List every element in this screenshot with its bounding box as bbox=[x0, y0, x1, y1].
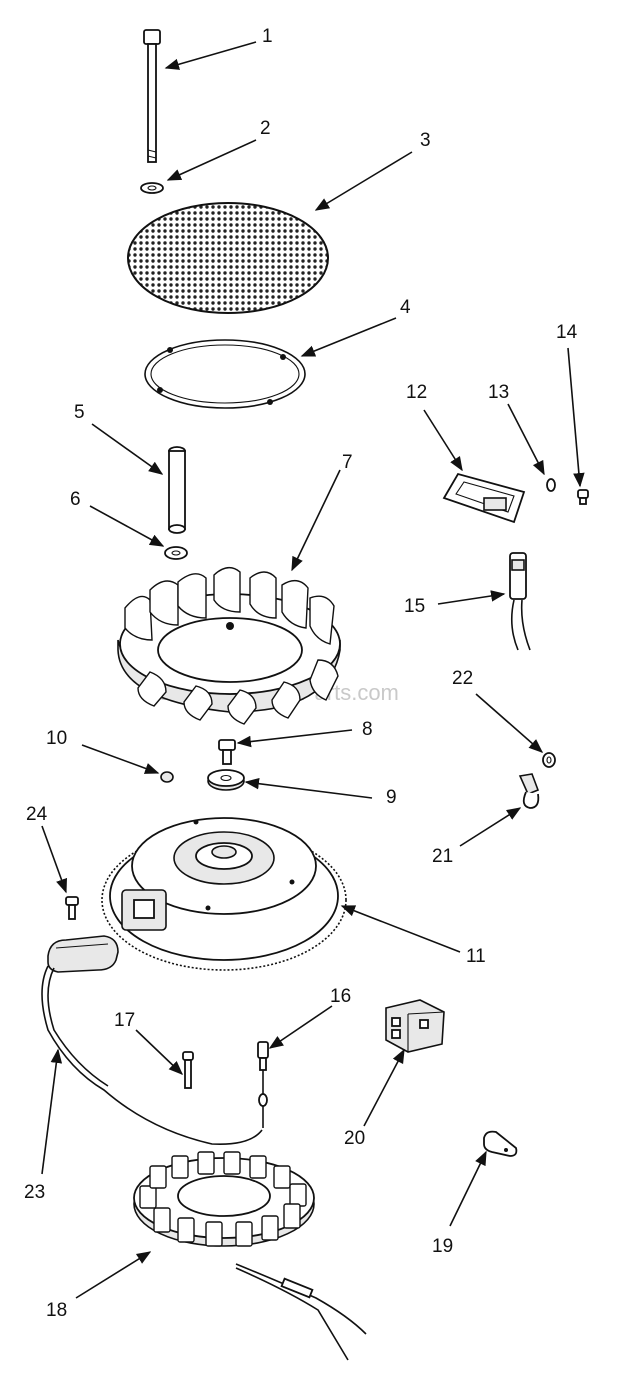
part-19-bracket bbox=[483, 1130, 518, 1157]
callout-22: 22 bbox=[452, 668, 473, 689]
part-15-terminal-block bbox=[509, 552, 531, 651]
callout-19: 19 bbox=[432, 1236, 453, 1257]
leader-11 bbox=[340, 905, 461, 953]
callout-20: 20 bbox=[344, 1128, 365, 1149]
part-16-connector bbox=[257, 1041, 269, 1128]
leader-9 bbox=[244, 777, 373, 799]
leader-21 bbox=[459, 807, 522, 847]
part-13-ring bbox=[546, 478, 556, 492]
leader-13 bbox=[507, 403, 545, 476]
callout-10: 10 bbox=[46, 728, 67, 749]
leader-20 bbox=[363, 1048, 405, 1127]
callout-17: 17 bbox=[114, 1010, 135, 1031]
callout-3: 3 bbox=[420, 130, 431, 151]
leader-22 bbox=[475, 693, 544, 753]
part-24-screw bbox=[65, 896, 79, 920]
part-23-ignition-module bbox=[41, 935, 263, 1146]
callout-12: 12 bbox=[406, 382, 427, 403]
leader-4 bbox=[300, 317, 397, 357]
leader-2 bbox=[166, 139, 257, 181]
callout-14: 14 bbox=[556, 322, 578, 343]
part-9-washer bbox=[207, 769, 245, 791]
callout-15: 15 bbox=[404, 596, 425, 617]
part-14-screw bbox=[577, 489, 589, 505]
callout-6: 6 bbox=[70, 489, 81, 510]
leader-17 bbox=[135, 1029, 184, 1075]
part-5-tube bbox=[168, 446, 186, 534]
callout-16: 16 bbox=[330, 986, 351, 1007]
part-7-fan bbox=[117, 567, 341, 725]
part-21-clip bbox=[518, 773, 540, 809]
leader-16 bbox=[268, 1005, 333, 1049]
callout-18: 18 bbox=[46, 1300, 67, 1321]
leader-12 bbox=[423, 409, 463, 472]
callout-13: 13 bbox=[488, 382, 509, 403]
callout-24: 24 bbox=[26, 804, 48, 825]
leader-10 bbox=[81, 744, 160, 774]
part-1-bolt bbox=[143, 29, 161, 163]
callout-1: 1 bbox=[262, 26, 273, 47]
leader-14 bbox=[567, 347, 585, 488]
callout-labels: 1 2 3 4 5 6 7 8 9 10 11 12 13 14 15 16 1… bbox=[24, 26, 578, 1321]
part-10-key bbox=[160, 771, 174, 783]
callout-23: 23 bbox=[24, 1182, 45, 1203]
callout-5: 5 bbox=[74, 402, 85, 423]
callout-8: 8 bbox=[362, 719, 373, 740]
leader-1 bbox=[164, 41, 257, 70]
part-20-connector-block bbox=[385, 999, 445, 1053]
part-22-ring bbox=[542, 752, 556, 768]
leader-15 bbox=[437, 590, 506, 605]
part-8-bolt bbox=[218, 739, 236, 765]
part-11-flywheel bbox=[101, 817, 347, 971]
part-17-stud bbox=[182, 1051, 194, 1089]
callout-7: 7 bbox=[342, 452, 353, 473]
leader-6 bbox=[89, 505, 165, 547]
part-6-washer bbox=[164, 546, 188, 560]
callout-4: 4 bbox=[400, 297, 411, 318]
leader-5 bbox=[91, 423, 164, 475]
part-4-ring bbox=[144, 339, 306, 409]
leader-24 bbox=[41, 825, 67, 894]
callout-2: 2 bbox=[260, 118, 271, 139]
leader-7 bbox=[291, 469, 341, 572]
leader-8 bbox=[236, 729, 353, 748]
callout-11: 11 bbox=[466, 946, 486, 967]
callout-9: 9 bbox=[386, 787, 397, 808]
part-18-stator bbox=[133, 1151, 367, 1361]
part-12-rectifier bbox=[442, 472, 526, 524]
leader-19 bbox=[449, 1150, 487, 1227]
leader-lines bbox=[41, 41, 585, 1299]
leader-23 bbox=[41, 1048, 63, 1175]
part-2-washer bbox=[140, 182, 164, 194]
leader-18 bbox=[75, 1251, 152, 1299]
leader-3 bbox=[314, 151, 413, 211]
part-3-mesh-screen bbox=[127, 202, 329, 314]
callout-21: 21 bbox=[432, 846, 453, 867]
